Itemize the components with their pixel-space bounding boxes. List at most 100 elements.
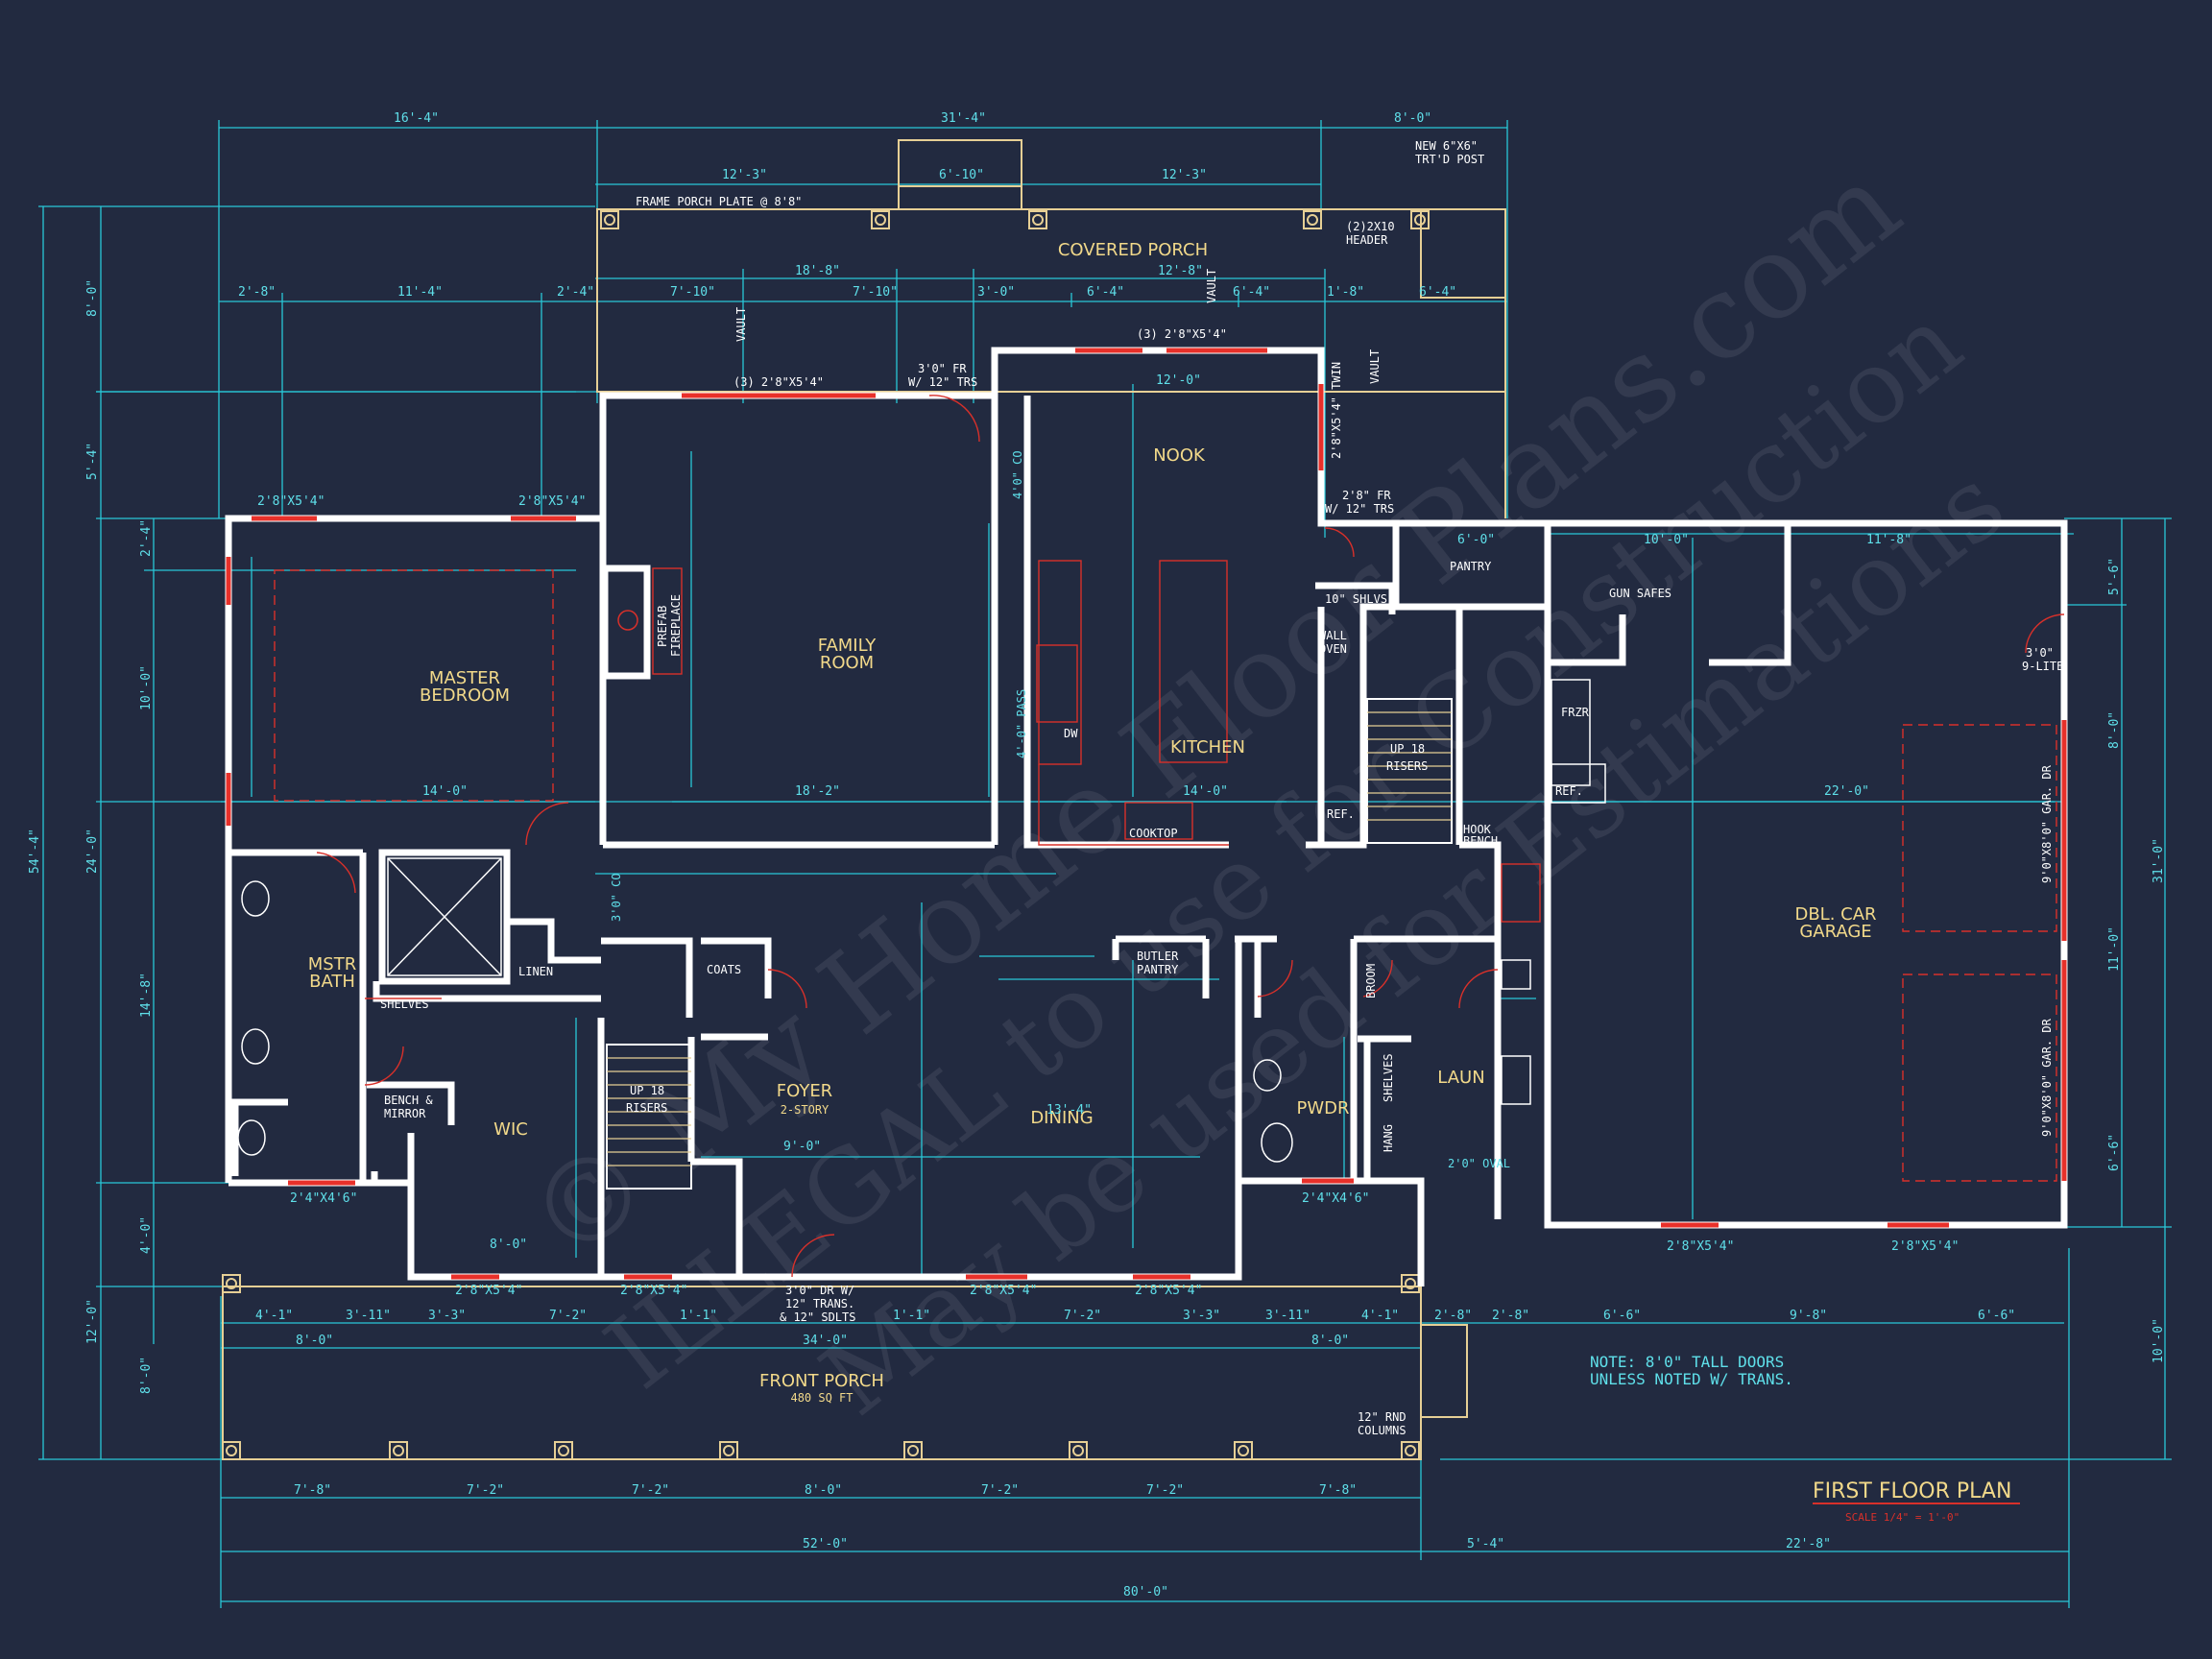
- porch-columns: [222, 210, 1430, 1460]
- note-win-3: (3) 2'8"X5'4": [733, 375, 824, 389]
- dim-right-3: 31'-0": [2152, 838, 2166, 883]
- dim-bot-9: 3'-11": [1265, 1309, 1310, 1323]
- note-fr-door-2: W/ 12" TRS: [908, 375, 977, 389]
- note-twin: 2'8"X5'4" TWIN: [1330, 362, 1343, 459]
- dim-bath-win: 2'4"X4'6": [290, 1191, 357, 1206]
- dim-t2-2: 6'-10": [939, 168, 984, 182]
- label-coats: COATS: [707, 963, 741, 976]
- room-wic: WIC: [493, 1119, 528, 1140]
- dim-bot-1: 4'-1": [255, 1309, 293, 1323]
- label-hook-1: HOOK: [1463, 823, 1492, 836]
- label-pantry: PANTRY: [1450, 560, 1492, 573]
- dim-g-w: 22'-0": [1824, 784, 1869, 799]
- windows: [226, 348, 2067, 1280]
- label-shelvs: 10" SHLVS: [1325, 592, 1387, 606]
- dim-gar-win-1: 2'8"X5'4": [1667, 1239, 1734, 1254]
- room-foyer: FOYER: [777, 1081, 832, 1101]
- room-covered-porch: COVERED PORCH: [1058, 240, 1208, 260]
- dim-t3-1: 18'-8": [795, 264, 840, 278]
- room-master-1: MASTER: [429, 668, 500, 688]
- dim-gar-2: 10'-0": [1644, 533, 1689, 547]
- note-vault-1: VAULT: [734, 307, 748, 342]
- dim-fp-3: 8'-0": [1311, 1334, 1349, 1348]
- room-labels: COVERED PORCH NOOK FAMILY ROOM MASTER BE…: [308, 240, 1877, 1405]
- fixtures: [274, 395, 2065, 1278]
- cooktop: [1124, 802, 1193, 840]
- dim-left-8: 12'-0": [85, 1299, 100, 1344]
- dim-right-6: 10'-0": [2152, 1318, 2166, 1363]
- room-bath-2: BATH: [309, 972, 355, 992]
- dim-col-1: 7'-8": [294, 1483, 331, 1498]
- dim-left-9: 8'-0": [139, 1357, 154, 1394]
- dim-fp-1: 8'-0": [296, 1334, 333, 1348]
- dim-ov-1: 52'-0": [803, 1537, 848, 1551]
- dim-mb-w: 14'-0": [422, 784, 468, 799]
- room-dining: DINING: [1030, 1108, 1093, 1128]
- note-gar-dr-1: 9'0"X8'0" GAR. DR: [2040, 764, 2054, 883]
- sink: [1036, 644, 1078, 723]
- dim-fp-2: 34'-0": [803, 1334, 848, 1348]
- title-block: FIRST FLOOR PLAN SCALE 1/4" = 1'-0": [1813, 1479, 2020, 1524]
- dim-t4-8: 6'-4": [1233, 285, 1270, 300]
- car-1: [1902, 724, 2057, 932]
- dim-col-3: 7'-2": [632, 1483, 669, 1498]
- room-foyer-sub: 2-STORY: [781, 1103, 830, 1117]
- dim-bot-14: 9'-8": [1790, 1309, 1827, 1323]
- note-fr-door-1: 3'0" FR: [918, 362, 967, 375]
- dim-t4-7: 6'-4": [1087, 285, 1124, 300]
- room-family-2: ROOM: [820, 653, 874, 673]
- dim-k-w: 14'-0": [1183, 784, 1228, 799]
- label-bench-2: MIRROR: [384, 1107, 426, 1120]
- dim-t4-9: 1'-8": [1327, 285, 1364, 300]
- room-laun: LAUN: [1437, 1068, 1484, 1088]
- dim-right-2: 8'-0": [2107, 711, 2122, 749]
- label-prefab-1: PREFAB: [656, 606, 669, 647]
- note-vault-3: VAULT: [1368, 349, 1382, 384]
- label-shelves-v: SHELVES: [1382, 1053, 1395, 1102]
- kitchen-counter: [1038, 560, 1082, 765]
- dim-bot-13: 6'-6": [1603, 1309, 1641, 1323]
- room-front-porch-area: 480 SQ FT: [790, 1391, 853, 1405]
- note-fr-door-3: 2'8" FR: [1342, 489, 1391, 502]
- notes: FRAME PORCH PLATE @ 8'8" NEW 6"X6" TRT'D…: [610, 139, 2063, 1437]
- dim-t2-1: 12'-3": [722, 168, 767, 182]
- note-lite-1: 3'0": [2026, 646, 2054, 660]
- dim-col-7: 7'-8": [1319, 1483, 1357, 1498]
- label-shelves: SHELVES: [380, 998, 429, 1011]
- dim-fr-w: 18'-2": [795, 784, 840, 799]
- dim-front-win-2: 2'8"X5'4": [620, 1284, 687, 1298]
- room-pwdr: PWDR: [1296, 1098, 1349, 1118]
- note-oval: 2'0" OVAL: [1448, 1157, 1510, 1170]
- note-co: 4'0" CO: [1011, 450, 1024, 499]
- dim-t4-6: 3'-0": [977, 285, 1015, 300]
- note-vault-2: VAULT: [1205, 269, 1218, 303]
- dim-t3-2: 12'-8": [1158, 264, 1203, 278]
- bed-outline: [274, 569, 554, 802]
- dim-bot-3: 3'-3": [428, 1309, 466, 1323]
- front-porch-step: [1420, 1324, 1468, 1418]
- dim-col-6: 7'-2": [1146, 1483, 1184, 1498]
- dim-overall: 80'-0": [1123, 1585, 1168, 1599]
- room-nook: NOOK: [1153, 445, 1206, 466]
- label-ref-kitchen: REF.: [1327, 807, 1355, 821]
- label-wall-oven-2: OVEN: [1319, 642, 1347, 656]
- note-front-dr-2: 12" TRANS.: [785, 1297, 854, 1310]
- dim-left-4: 10'-0": [139, 665, 154, 710]
- dim-bot-6: 1'-1": [893, 1309, 930, 1323]
- dim-bot-2: 3'-11": [346, 1309, 391, 1323]
- dim-right-5: 6'-6": [2107, 1134, 2122, 1171]
- dim-right-1: 5'-6": [2107, 558, 2122, 595]
- label-wall-oven-1: WALL: [1319, 629, 1347, 642]
- note-doors-1: NOTE: 8'0" TALL DOORS: [1590, 1353, 1784, 1371]
- note-lite-2: 9-LITE: [2022, 660, 2063, 673]
- dim-left-2: 5'-4": [85, 443, 100, 480]
- dim-left-5: 24'-0": [85, 829, 100, 874]
- dim-front-win-4: 2'8"X5'4": [1135, 1284, 1202, 1298]
- dim-col-4: 8'-0": [805, 1483, 842, 1498]
- dim-front-win-1: 2'8"X5'4": [455, 1284, 522, 1298]
- dimension-text: 16'-4" 31'-4" 8'-0" 12'-3" 6'-10" 12'-3"…: [28, 111, 2166, 1599]
- note-doors-2: UNLESS NOTED W/ TRANS.: [1590, 1370, 1793, 1388]
- label-broom: BROOM: [1364, 964, 1378, 998]
- porch-step: [898, 139, 1022, 210]
